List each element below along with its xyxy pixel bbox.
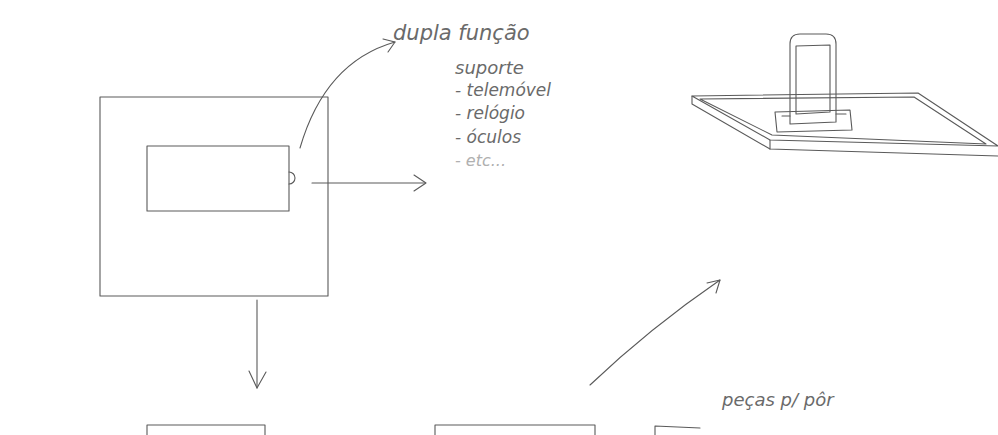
handwritten-note: - telemóvel: [455, 81, 551, 100]
partial-sketch: [147, 425, 265, 435]
phone-sketch: [790, 34, 836, 124]
tray-top: [692, 93, 998, 146]
inner-panel: [147, 146, 289, 211]
stand-detail: [782, 114, 846, 116]
tray-rim: [700, 97, 986, 144]
panel-knob: [289, 172, 295, 184]
handwritten-note: - etc...: [455, 152, 506, 170]
handwritten-note: peças p/ pôr: [722, 390, 834, 410]
phone-screen: [796, 45, 830, 114]
handwritten-note: - relógio: [455, 104, 525, 123]
down-arrow: [256, 300, 257, 388]
arrow-head: [707, 280, 720, 293]
handwritten-note: - óculos: [455, 128, 521, 147]
handwritten-note: suporte: [455, 58, 524, 78]
tray-plan-outline: [100, 97, 328, 296]
tray-edge: [769, 140, 770, 149]
straight-arrow: [312, 182, 425, 183]
curved-arrow: [590, 280, 720, 385]
curved-arrow: [300, 42, 395, 148]
partial-sketch: [435, 425, 595, 435]
handwritten-note: dupla função: [393, 22, 530, 45]
arrow-head: [414, 175, 426, 191]
arrow-head: [249, 371, 266, 388]
partial-sketch: [655, 426, 700, 435]
tray-side: [692, 96, 998, 156]
